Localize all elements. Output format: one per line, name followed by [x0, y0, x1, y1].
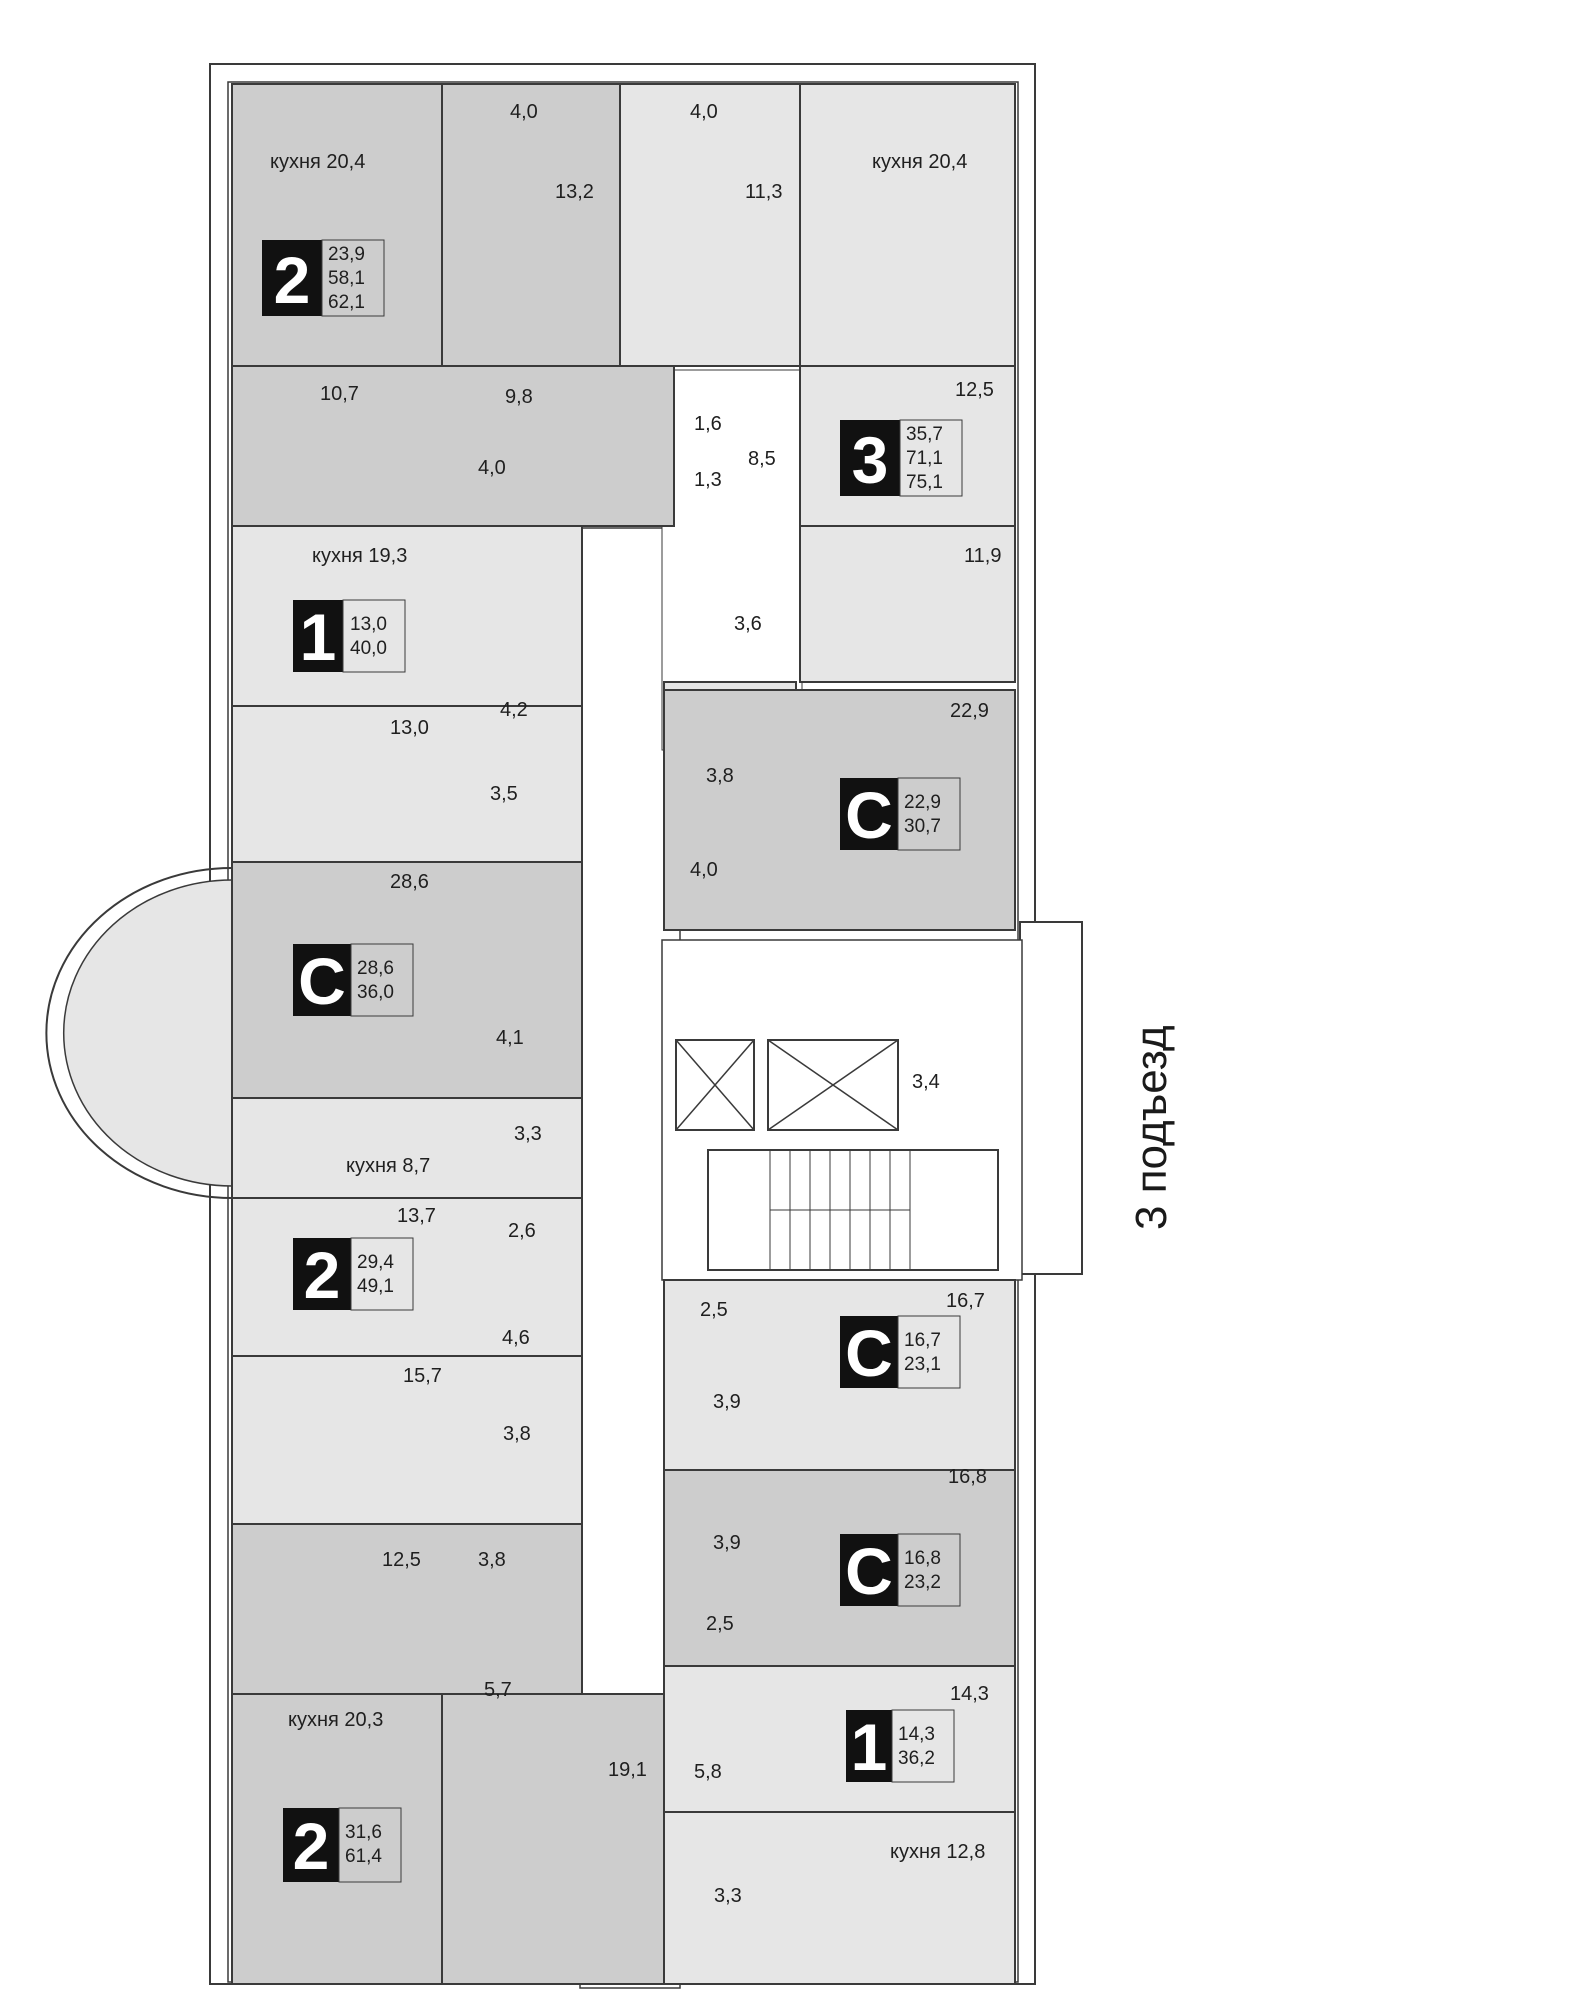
apartment-value: 16,8 [904, 1548, 941, 1569]
room-label: 2,5 [700, 1299, 728, 1321]
room-label: 4,2 [500, 699, 528, 721]
room-label: 13,0 [390, 717, 429, 739]
rooms-right [619, 83, 1016, 1985]
room-label: кухня 20,3 [288, 1709, 383, 1731]
room-label: 15,7 [403, 1365, 442, 1387]
room-label: 2,5 [706, 1613, 734, 1635]
room-label: 16,7 [946, 1290, 985, 1312]
apartment-value: 40,0 [350, 638, 387, 659]
room-label: кухня 8,7 [346, 1155, 430, 1177]
room-label: 10,7 [320, 383, 359, 405]
room-label: 12,5 [955, 379, 994, 401]
room-label: 5,7 [484, 1679, 512, 1701]
apartment-value: 28,6 [357, 958, 394, 979]
apartment-value: 22,9 [904, 792, 941, 813]
apartment-type: 3 [852, 423, 889, 497]
apartment-type: 1 [300, 600, 337, 674]
room-label: 1,6 [694, 413, 722, 435]
apartment-badges: 2 23,9 58,1 62,1 3 35,7 71,1 75,1 1 13,0… [262, 239, 963, 1883]
core-elements [675, 1039, 999, 1271]
apartment-value: 49,1 [357, 1276, 394, 1297]
room-label: 1,3 [694, 469, 722, 491]
room-label: 3,4 [912, 1071, 940, 1093]
room-label: 2,6 [508, 1220, 536, 1242]
room-label: 9,8 [505, 386, 533, 408]
apartment-badge [840, 1316, 898, 1388]
room-label: 4,1 [496, 1027, 524, 1049]
room-label: 11,3 [745, 181, 782, 203]
entrance-label: 3 подъезд [1127, 1025, 1176, 1230]
room-label: 3,8 [503, 1423, 531, 1445]
apartment-type: C [845, 778, 893, 852]
apartment-value: 36,0 [357, 982, 394, 1003]
apartment-value: 23,9 [328, 244, 365, 265]
apartment-value: 23,1 [904, 1354, 941, 1375]
room-label: 8,5 [748, 448, 776, 470]
apartment-badge [293, 1238, 351, 1310]
room-label: 13,2 [555, 181, 594, 203]
apartment-value: 71,1 [906, 448, 943, 469]
room-label: 3,6 [734, 613, 762, 635]
room-label: 4,0 [690, 101, 718, 123]
room-label: 3,9 [713, 1391, 741, 1413]
room-label: 4,0 [478, 457, 506, 479]
apartment-value: 16,7 [904, 1330, 941, 1351]
room-label: 3,9 [713, 1532, 741, 1554]
apartment-badge [262, 240, 322, 316]
room-label: кухня 12,8 [890, 1841, 985, 1863]
room-label: кухня 20,4 [270, 151, 365, 173]
apartment-value: 29,4 [357, 1252, 394, 1273]
room-label: 3,8 [706, 765, 734, 787]
room-label: 3,8 [478, 1549, 506, 1571]
apartment-value: 13,0 [350, 614, 387, 635]
apartment-value: 61,4 [345, 1846, 382, 1867]
apartment-value: 23,2 [904, 1572, 941, 1593]
room-label: 28,6 [390, 871, 429, 893]
apartment-value: 75,1 [906, 472, 943, 493]
room-label: 4,0 [510, 101, 538, 123]
apartment-badge [840, 778, 898, 850]
room-label: кухня 19,3 [312, 545, 407, 567]
room-label: 14,3 [950, 1683, 989, 1705]
apartment-badge [293, 600, 343, 672]
apartment-badge [293, 944, 351, 1016]
apartment-value: 36,2 [898, 1748, 935, 1769]
apartment-type: 1 [851, 1710, 888, 1784]
apartment-badge [840, 1534, 898, 1606]
room-label: 11,9 [964, 545, 1001, 567]
room-label: 5,8 [694, 1761, 722, 1783]
apartment-value: 58,1 [328, 268, 365, 289]
apartment-value: 31,6 [345, 1822, 382, 1843]
apartment-badge [840, 420, 900, 496]
room-label: 3,5 [490, 783, 518, 805]
apartment-type: C [845, 1316, 893, 1390]
room-label: 13,7 [397, 1205, 436, 1227]
apartment-value: 30,7 [904, 816, 941, 837]
apartment-badge [283, 1808, 339, 1882]
room-label: 16,8 [948, 1466, 987, 1488]
apartment-type: C [298, 944, 346, 1018]
room-label: 3,3 [514, 1123, 542, 1145]
apartment-type: 2 [293, 1809, 330, 1883]
room-label: 3,3 [714, 1885, 742, 1907]
room-label: 19,1 [608, 1759, 647, 1781]
apartment-value: 35,7 [906, 424, 943, 445]
apartment-value: 14,3 [898, 1724, 935, 1745]
apartment-type: 2 [274, 243, 311, 317]
apartment-badge [846, 1710, 892, 1782]
room-labels: 4,0 4,0 кухня 20,4 кухня 20,4 13,2 11,3 … [270, 101, 1001, 1907]
apartment-type: 2 [304, 1238, 341, 1312]
apartment-value: 62,1 [328, 292, 365, 313]
apartment-type: C [845, 1534, 893, 1608]
room-label: кухня 20,4 [872, 151, 967, 173]
room-label: 4,0 [690, 859, 718, 881]
room-label: 22,9 [950, 700, 989, 722]
room-label: 4,6 [502, 1327, 530, 1349]
room-label: 12,5 [382, 1549, 421, 1571]
